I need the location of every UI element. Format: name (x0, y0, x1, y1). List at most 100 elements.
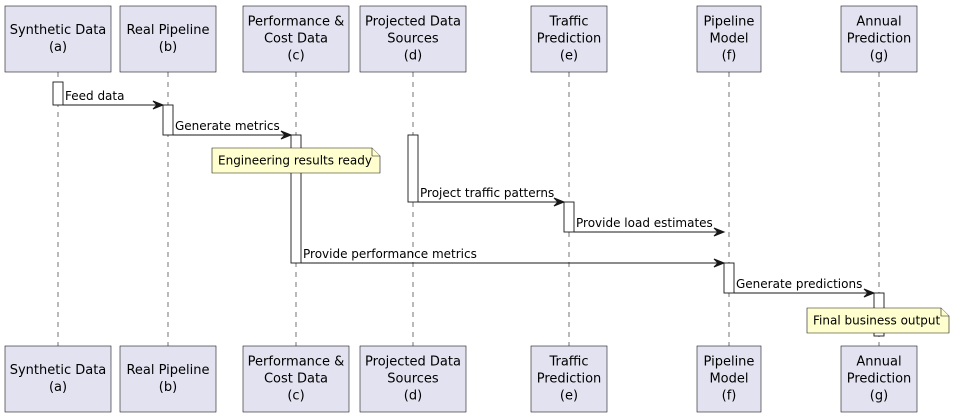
participant-tag: (d) (404, 49, 422, 64)
participant-name: Traffic (548, 15, 588, 30)
participant-name: Model (709, 372, 748, 387)
participant-name: Prediction (847, 32, 912, 47)
participant-name: Performance & (248, 15, 345, 30)
participant-name: Sources (387, 32, 439, 47)
participant-tag: (d) (404, 389, 422, 404)
participant-box (530, 5, 608, 73)
participant-box (696, 5, 762, 73)
message-f-to-g: Generate predictions (734, 277, 876, 298)
participant-name: Prediction (537, 32, 602, 47)
participant-name: Projected Data (365, 15, 461, 30)
participant-c-top: Performance & Cost Data (c) (242, 5, 350, 73)
note-over-g: Final business output (806, 307, 950, 334)
participant-tag: (c) (287, 49, 304, 64)
participant-name: Synthetic Data (10, 23, 107, 38)
participant-box (119, 345, 217, 413)
arrowhead-icon (713, 258, 726, 268)
participant-box (359, 345, 467, 413)
participant-tag: (g) (870, 49, 888, 64)
note-fold (940, 308, 949, 317)
participant-name: Sources (387, 372, 439, 387)
participant-name: Cost Data (264, 372, 328, 387)
participant-tag: (a) (49, 40, 67, 55)
activation-bar-d (407, 134, 419, 203)
participant-name: Pipeline (704, 355, 755, 370)
participant-name: Model (709, 32, 748, 47)
participants-bottom: Synthetic Data (a) Real Pipeline (b) Perform… (4, 345, 918, 413)
participant-name: Cost Data (264, 32, 328, 47)
message-a-to-b: Feed data (63, 89, 165, 110)
arrowhead-icon (152, 100, 165, 110)
participant-box (242, 345, 350, 413)
activation-bar-e (563, 201, 575, 233)
participant-box (696, 345, 762, 413)
participant-name: Annual (856, 355, 901, 370)
participant-name: Annual (856, 15, 901, 30)
note-box (806, 307, 950, 334)
participant-name: Synthetic Data (10, 363, 107, 378)
participant-box (119, 5, 217, 73)
participant-name: Pipeline (704, 15, 755, 30)
participant-name: Real Pipeline (126, 363, 209, 378)
message-label: Project traffic patterns (420, 186, 554, 200)
participants-top: Synthetic Data (a) Real Pipeline (b) Perform… (4, 5, 918, 73)
participant-tag: (f) (722, 49, 737, 64)
participant-tag: (f) (722, 389, 737, 404)
participant-b-top: Real Pipeline (b) (119, 5, 217, 73)
participant-tag: (c) (287, 389, 304, 404)
participant-tag: (b) (159, 40, 177, 55)
participant-box (530, 345, 608, 413)
note-text: Engineering results ready (218, 154, 372, 168)
arrowhead-icon (280, 130, 293, 140)
note-box (211, 147, 381, 174)
activation-bar-f (723, 262, 735, 294)
participant-a-bottom: Synthetic Data (a) (4, 345, 112, 413)
message-label: Generate metrics (175, 119, 280, 133)
activation-bar-a (52, 81, 64, 106)
message-d-to-e: Project traffic patterns (418, 186, 566, 207)
note-over-c: Engineering results ready (211, 147, 381, 174)
participant-box (242, 5, 350, 73)
participant-box (359, 5, 467, 73)
message-label: Provide performance metrics (303, 247, 477, 261)
participant-box (840, 5, 918, 73)
arrowhead-icon (553, 197, 566, 207)
message-label: Feed data (65, 89, 124, 103)
participant-name: Projected Data (365, 355, 461, 370)
participant-name: Performance & (248, 355, 345, 370)
participant-name: Prediction (537, 372, 602, 387)
note-fold (371, 148, 380, 157)
lifelines (57, 72, 880, 346)
participant-a-top: Synthetic Data (a) (4, 5, 112, 73)
participant-c-bottom: Performance & Cost Data (c) (242, 345, 350, 413)
participant-tag: (g) (870, 389, 888, 404)
participant-name: Real Pipeline (126, 23, 209, 38)
participant-tag: (b) (159, 380, 177, 395)
message-label: Generate predictions (736, 277, 862, 291)
participant-box (840, 345, 918, 413)
message-label: Provide load estimates (576, 216, 713, 230)
participant-tag: (a) (49, 380, 67, 395)
participant-tag: (e) (560, 49, 578, 64)
activation-bar-c (290, 134, 302, 264)
participant-box (4, 345, 112, 413)
message-c-to-f: Provide performance metrics (301, 247, 726, 268)
participant-b-bottom: Real Pipeline (b) (119, 345, 217, 413)
participant-name: Prediction (847, 372, 912, 387)
arrowhead-icon (713, 227, 726, 237)
message-b-to-c: Generate metrics (173, 119, 293, 140)
note-text: Final business output (813, 314, 940, 328)
participant-box (4, 5, 112, 73)
participant-tag: (e) (560, 389, 578, 404)
